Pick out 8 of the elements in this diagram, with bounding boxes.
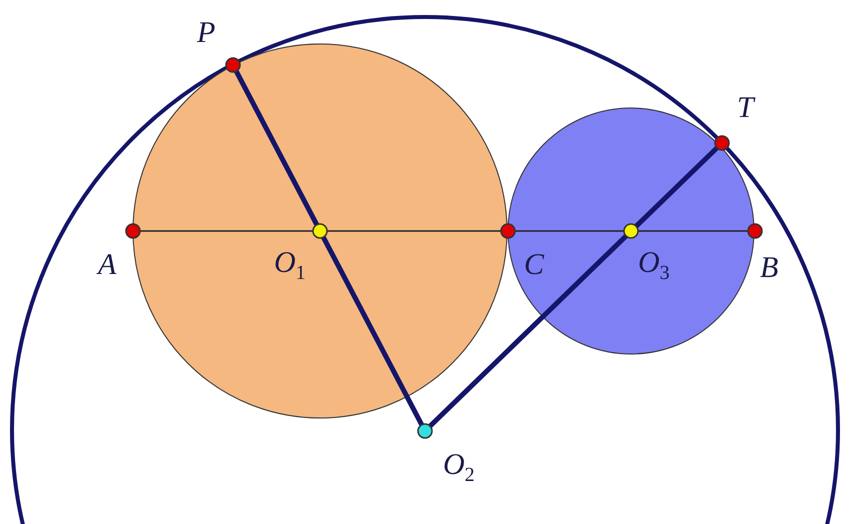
point-label: C [524,250,544,280]
point-label: O$_{1}$ [274,248,306,283]
point-label: T [737,93,754,123]
point-label: P [197,18,216,48]
point-label: B [760,253,778,283]
point-label: O$_{3}$ [638,248,670,283]
point-label: A [98,250,116,280]
point-label: O$_{2}$ [443,450,475,485]
